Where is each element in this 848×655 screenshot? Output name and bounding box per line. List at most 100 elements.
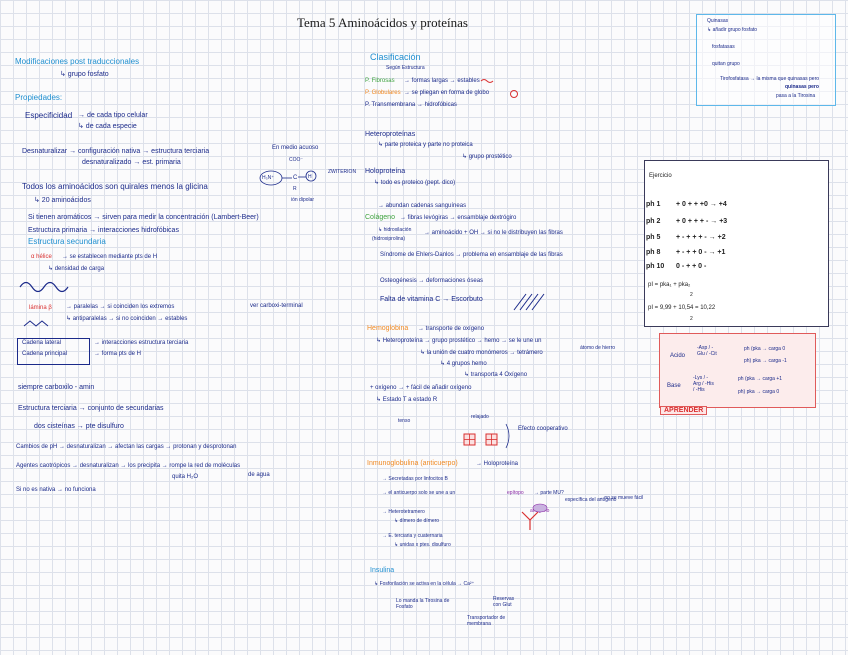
note-hemo-heteroproteina: ↳ Heteroproteína → grupo prostético → he… bbox=[376, 338, 542, 344]
label-quinasas: Quinasas bbox=[707, 18, 729, 24]
note-zwiterion: ZWITERION bbox=[328, 169, 357, 175]
note-cada-especie: ↳ de cada especie bbox=[78, 123, 137, 130]
note-paralelas: → paralelas → si coinciden los extremos bbox=[66, 304, 175, 310]
note-todos-quirales: Todos los aminoácidos son quirales menos… bbox=[22, 182, 208, 191]
zigzag-lamina-icon bbox=[23, 320, 49, 327]
note-globulares: → se pliegan en forma de globo bbox=[404, 90, 490, 96]
note-parte-mu: → parte MU? bbox=[534, 490, 564, 496]
heading-estructura-secundaria: Estructura secundaria bbox=[28, 237, 106, 246]
note-mas-oxigeno: + oxígeno → + fácil de añadir oxígeno bbox=[370, 385, 472, 391]
note-quinasas-pero: quinasas pero bbox=[785, 84, 819, 90]
note-hetero-parte: ↳ parte proteica y parte no proteica bbox=[378, 142, 473, 148]
label-hemoglobina: Hemoglobina bbox=[367, 325, 409, 332]
ej-row-signs-3: + - + + 0 - → +1 bbox=[676, 249, 726, 256]
heading-holoproteina: Holoproteína bbox=[365, 168, 406, 175]
chem-coo: COO⁻ bbox=[289, 157, 304, 163]
note-dimero-dimero: ↳ dímero de dímero bbox=[394, 518, 440, 524]
note-forma-puentes: → forma pts de H bbox=[94, 351, 142, 357]
ej-row-signs-2: + - + + + - → +2 bbox=[676, 234, 726, 241]
note-grupo-fosfato: ↳ grupo fosfato bbox=[60, 71, 109, 78]
note-relajado: relajado bbox=[471, 414, 489, 420]
note-terciaria-cuaternaria: → E. terciaria y cuaternaria bbox=[382, 533, 443, 539]
squiggle-red-icon bbox=[480, 79, 494, 83]
base-list: -Lys / -Arg / -His / -His bbox=[693, 375, 714, 393]
ejercicio-box bbox=[644, 160, 829, 327]
note-estructura-terciaria: Estructura terciaria → conjunto de secun… bbox=[18, 405, 164, 412]
note-efecto-cooperativo: Efecto cooperativo bbox=[518, 426, 568, 432]
label-epitopo: epítopo bbox=[507, 490, 524, 496]
note-aromaticos: Si tienen aromáticos → sirven para medir… bbox=[28, 214, 259, 221]
note-20-aminoacidos: ↳ 20 aminoácidos bbox=[34, 197, 91, 204]
note-linfocitos-b: → Secretadas por linfocitos B bbox=[382, 476, 448, 482]
note-densidad-carga: ↳ densidad de carga bbox=[48, 266, 105, 272]
chem-h: H bbox=[308, 174, 312, 180]
note-reservas-glut: Reservas con Glut bbox=[493, 596, 515, 608]
note-medio-acuoso: En medio acuoso bbox=[272, 145, 319, 151]
page-title: Tema 5 Aminoácidos y proteínas bbox=[297, 15, 468, 30]
label-fosfatasas: fosfatasas bbox=[712, 44, 735, 50]
label-colageno: Colágeno bbox=[365, 214, 395, 221]
cadenas-box bbox=[17, 338, 90, 365]
label-alfa-helice: α hélice bbox=[31, 254, 52, 260]
heading-propiedades: Propiedades: bbox=[15, 93, 63, 102]
hatched-strokes-drawing bbox=[513, 293, 545, 311]
globe-circle-icon bbox=[510, 90, 518, 98]
note-dipolar: ión dipolar bbox=[291, 197, 315, 203]
note-anticuerpo-une: → el anticuerpo solo se une a un bbox=[382, 490, 456, 496]
heading-modificaciones: Modificaciones post traduccionales bbox=[15, 57, 140, 66]
ej-row-signs-4: 0 - + + 0 - bbox=[676, 263, 707, 270]
note-fosforilacion: ↳ Fosforilación se activa en la célula →… bbox=[374, 581, 475, 587]
base-rule-1: ph (pka → carga +1 bbox=[738, 376, 783, 382]
label-base: Base bbox=[667, 383, 681, 389]
note-heterotetramero: → Heterotetramero bbox=[382, 509, 425, 515]
quinasas-box bbox=[696, 14, 836, 106]
note-vitamina-c: Falta de vitamina C → Escorbuto bbox=[380, 296, 483, 303]
note-hidroxilacion: ↳ hidroxilación bbox=[378, 227, 412, 233]
note-estructura-primaria: Estructura primaria → interacciones hidr… bbox=[28, 227, 179, 234]
note-carboxilo-amin: siempre carboxilo - amin bbox=[18, 384, 95, 391]
heading-clasificacion: Clasificación bbox=[370, 52, 421, 62]
label-insulina: Insulina bbox=[370, 567, 395, 574]
note-colageno-fibras: → fibras levógiras → ensamblaje dextrógi… bbox=[400, 215, 517, 221]
note-tirosina-fosfato: Lo manda la Tirosina de Fosfato bbox=[396, 598, 450, 610]
note-desnaturalizar: Desnaturalizar → configuración nativa → … bbox=[22, 148, 210, 155]
note-agentes: Agentes caotrópicos → desnaturalizan → l… bbox=[16, 463, 241, 469]
note-ehlers-danlos: Síndrome de Ehlers-Danlos → problema en … bbox=[380, 252, 563, 258]
label-globulares: P. Globulares bbox=[365, 90, 401, 96]
note-atomo-hierro: átomo de hierro bbox=[580, 345, 616, 351]
note-inmuno-holoproteina: → Holoproteína bbox=[476, 461, 519, 467]
note-transporta-oxigeno: ↳ transporta 4 Oxígeno bbox=[464, 372, 528, 378]
heading-heteroproteinas: Heteroproteínas bbox=[365, 131, 416, 138]
alfa-helix-wave-icon bbox=[19, 281, 69, 293]
note-desnaturalizado: desnaturalizado → est. primaria bbox=[82, 159, 181, 166]
label-fibrosas: P. Fibrosas bbox=[365, 78, 395, 84]
note-fibrosas: → formas largas → estables bbox=[404, 78, 480, 84]
note-quitan-grupo: quitan grupo bbox=[712, 61, 740, 67]
acido-rule-2: ph) pka → carga -1 bbox=[744, 358, 787, 364]
ej-row-name-1: ph 2 bbox=[646, 218, 661, 225]
antibody-y-icon bbox=[521, 503, 548, 530]
ej-pi-formula: pI = pka₁ + pka₂ bbox=[648, 282, 691, 288]
note-transporte-oxigeno: → transporte de oxígeno bbox=[418, 326, 485, 332]
note-hidroxiprolina: (hidroxiprolina) bbox=[372, 236, 406, 242]
ej-pi-div2: 2 bbox=[690, 316, 693, 322]
ej-row-name-2: ph 5 bbox=[646, 234, 661, 241]
acido-list: -Asp / -Glu / -Cit bbox=[697, 345, 717, 357]
label-lamina-beta: lámina β bbox=[29, 305, 52, 311]
label-ejercicio: Ejercicio bbox=[649, 173, 672, 179]
chem-circles-drawing bbox=[259, 170, 317, 186]
aprender-tag: APRENDER bbox=[660, 406, 708, 415]
ej-pi-div: 2 bbox=[690, 292, 693, 298]
note-osteogenesis: Osteogénesis → deformaciones óseas bbox=[380, 278, 484, 284]
note-quita-agua: quita H₂O bbox=[172, 474, 199, 480]
note-aminoacido-oh: → aminoácido + OH → si no le distribuyen… bbox=[424, 230, 563, 236]
label-acido: Acido bbox=[670, 353, 686, 359]
ej-row-signs-0: + 0 + + +0 → +4 bbox=[676, 201, 727, 208]
acido-rule-1: ph (pka → carga 0 bbox=[744, 346, 786, 352]
note-estado-t-r: ↳ Estado T a estado R bbox=[376, 397, 438, 403]
note-cisteinas: dos cisteínas → pte disulfuro bbox=[34, 423, 124, 430]
note-antiparalelas: ↳ antiparalelas → si no coinciden → esta… bbox=[66, 316, 188, 322]
note-anadir-fosfato: ↳ añadir grupo fosfato bbox=[707, 27, 758, 33]
note-cada-tipo: → de cada tipo celular bbox=[78, 112, 148, 119]
note-grupo-prostetico: ↳ grupo prostético bbox=[462, 154, 512, 160]
